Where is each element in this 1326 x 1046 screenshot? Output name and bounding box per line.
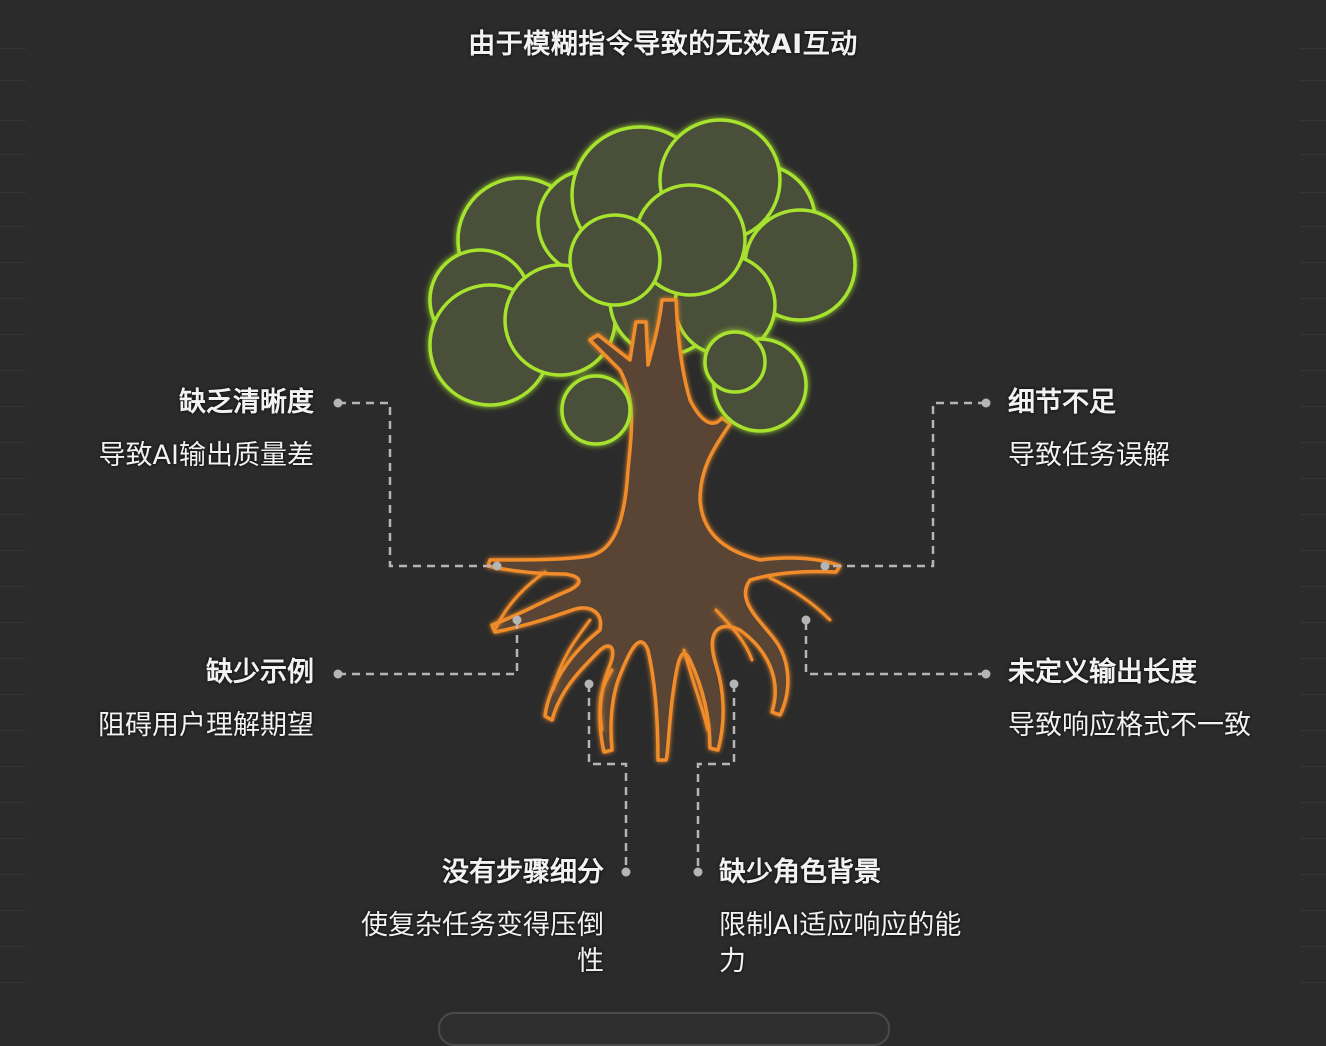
cause-clarity: 缺乏清晰度 导致AI输出质量差 xyxy=(54,386,314,474)
root-line xyxy=(598,668,614,732)
page-title: 由于模糊指令导致的无效AI互动 xyxy=(468,29,858,60)
tree-canopy-front xyxy=(560,330,808,446)
cause-role: 缺少角色背景 限制AI适应响应的能力 xyxy=(719,856,969,980)
canopy-cluster xyxy=(568,213,662,307)
cause-length: 未定义输出长度 导致响应格式不一致 xyxy=(1008,656,1258,744)
cause-desc: 导致响应格式不一致 xyxy=(1008,710,1251,741)
root-line xyxy=(768,576,832,622)
cause-desc: 导致任务误解 xyxy=(1008,440,1170,471)
root-line xyxy=(551,618,592,692)
cause-desc: 导致AI输出质量差 xyxy=(98,440,314,471)
cause-detail: 细节不足 导致任务误解 xyxy=(1008,386,1278,474)
root-line xyxy=(714,608,754,662)
cause-title: 没有步骤细分 xyxy=(442,857,604,888)
connector-dot xyxy=(693,867,703,877)
connector-dot xyxy=(333,398,343,408)
cause-title: 未定义输出长度 xyxy=(1008,657,1197,688)
connector-dot xyxy=(512,615,522,625)
connector-dot xyxy=(981,398,991,408)
connector-dot xyxy=(492,561,502,571)
connector-dots xyxy=(333,398,991,877)
root-line xyxy=(682,648,710,732)
connector-dot xyxy=(584,679,594,689)
cause-steps: 没有步骤细分 使复杂任务变得压倒性 xyxy=(354,856,604,980)
connector-dot xyxy=(621,867,631,877)
tree-roots xyxy=(494,570,832,732)
cause-title: 缺乏清晰度 xyxy=(179,387,314,418)
connector-clarity xyxy=(338,401,497,568)
connector-detail xyxy=(825,401,986,568)
cause-desc: 阻碍用户理解期望 xyxy=(98,710,314,741)
connector-role xyxy=(696,684,736,872)
connector-dot xyxy=(801,615,811,625)
trunk-shape xyxy=(486,298,842,762)
connector-dot xyxy=(820,561,830,571)
connector-examples xyxy=(338,620,519,676)
connector-dot xyxy=(729,679,739,689)
cause-title: 缺少角色背景 xyxy=(719,857,881,888)
connectors xyxy=(338,401,986,872)
tree-trunk xyxy=(486,298,842,762)
canopy-cluster xyxy=(703,330,767,394)
connector-steps xyxy=(587,684,628,872)
bottom-toolbar[interactable] xyxy=(438,1012,890,1046)
cause-desc: 使复杂任务变得压倒性 xyxy=(361,910,604,977)
connector-dot xyxy=(333,669,343,679)
cause-desc: 限制AI适应响应的能力 xyxy=(719,910,962,977)
cause-title: 缺少示例 xyxy=(206,657,314,688)
cause-examples: 缺少示例 阻碍用户理解期望 xyxy=(54,656,314,744)
connector-length xyxy=(804,620,986,676)
root-line xyxy=(494,570,547,630)
canopy-cluster xyxy=(560,374,632,446)
cause-title: 细节不足 xyxy=(1008,387,1116,418)
connector-dot xyxy=(981,669,991,679)
